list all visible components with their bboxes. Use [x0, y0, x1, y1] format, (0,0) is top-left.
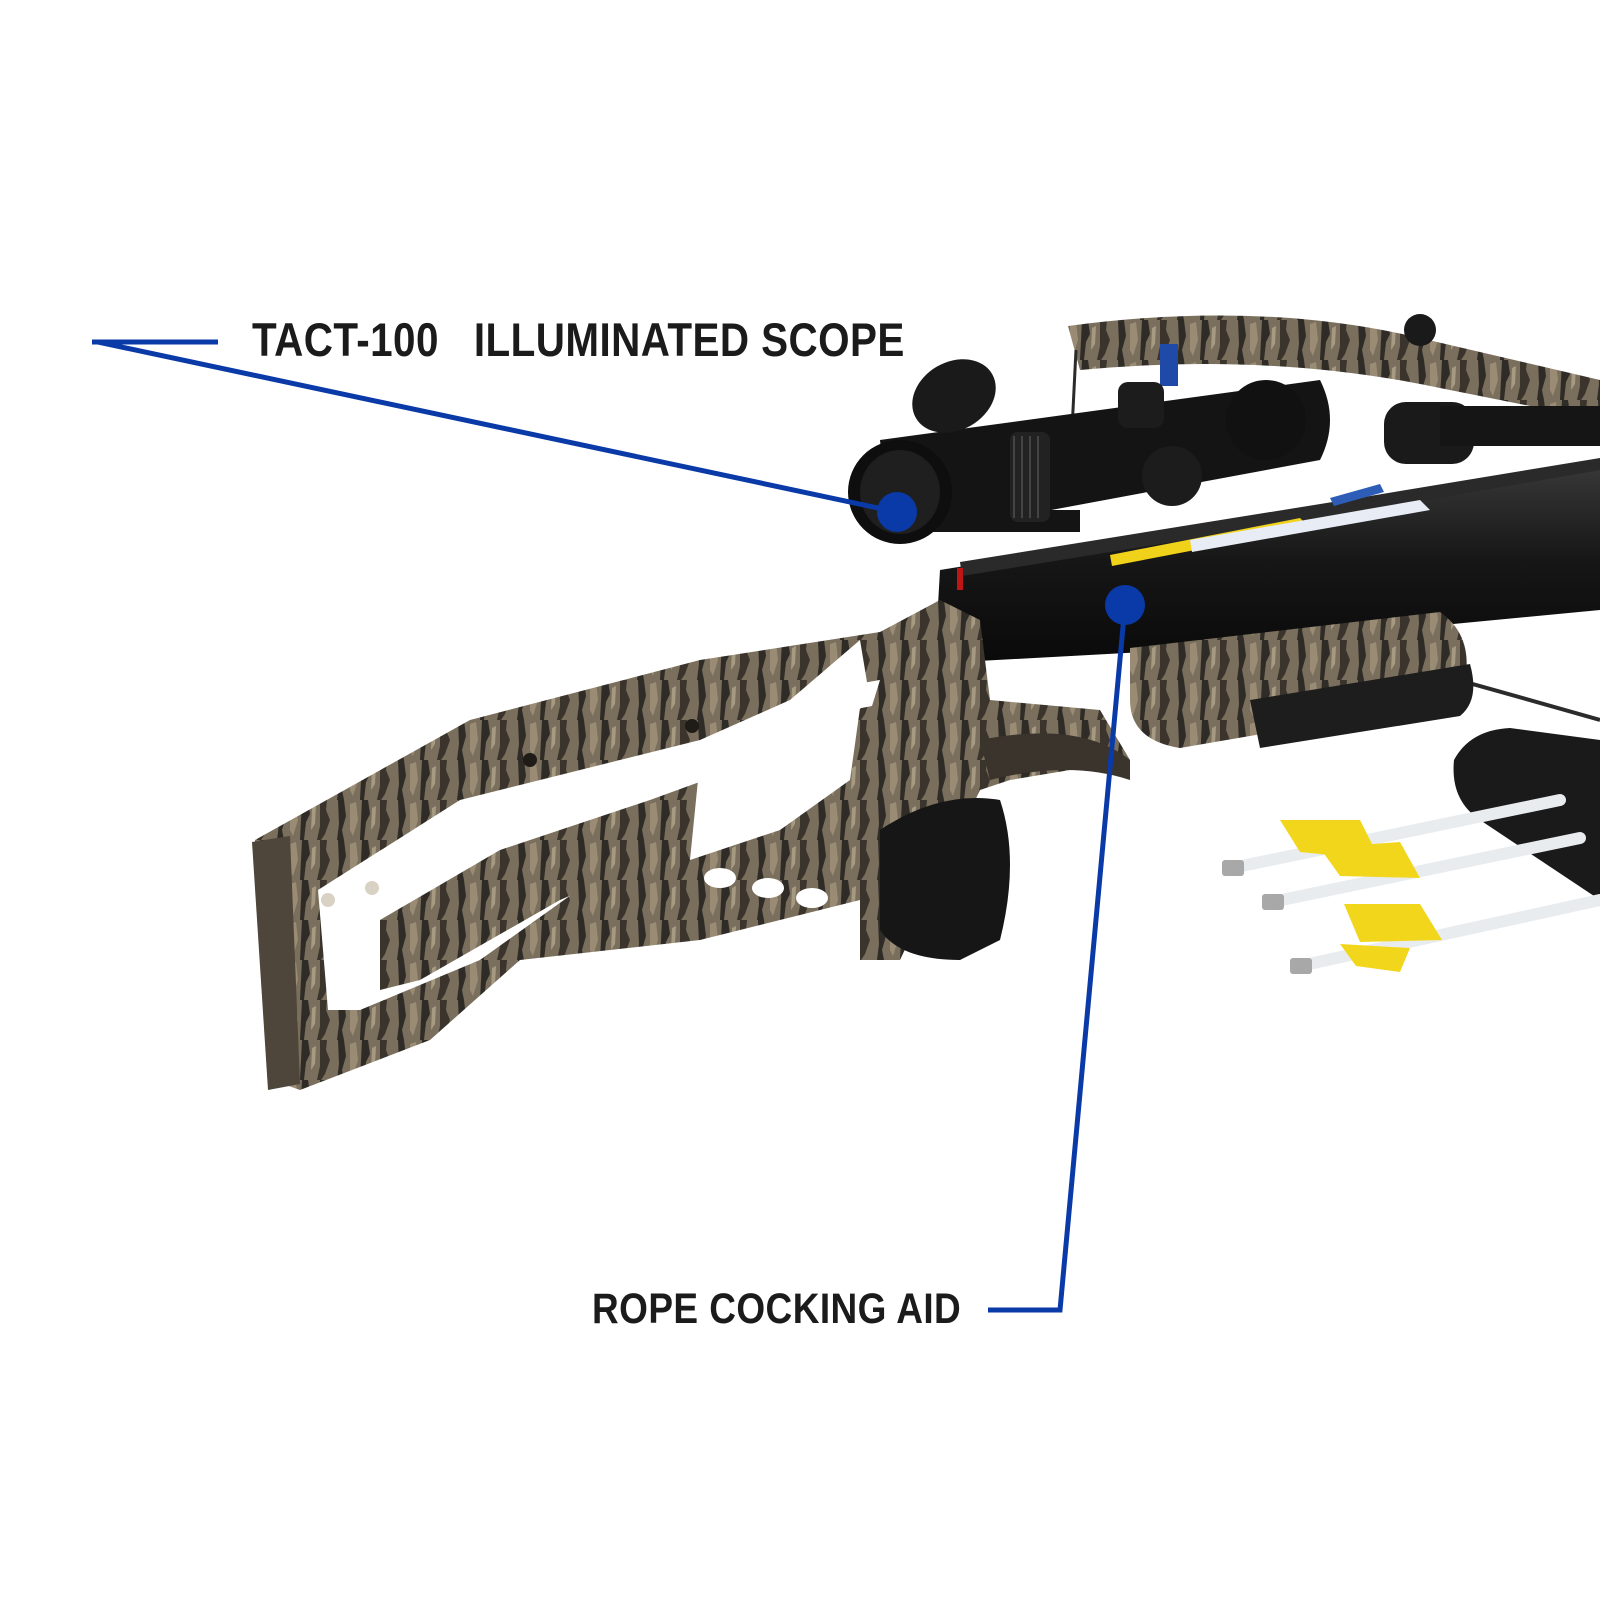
scope-callout-line — [92, 339, 898, 515]
quiver-with-bolts — [1222, 728, 1600, 974]
crossbow-barrel — [936, 458, 1600, 662]
rope-callout-line — [988, 604, 1128, 1313]
crossbow-stock — [252, 600, 1130, 1090]
scope-callout-dot — [877, 492, 917, 532]
illuminated-scope — [848, 359, 1330, 544]
crossbow-limbs — [1068, 314, 1600, 464]
scope-callout-label: TACT-100 ILLUMINATED SCOPE — [252, 313, 905, 366]
rope-callout-dot — [1105, 585, 1145, 625]
rope-callout-label: ROPE COCKING AID — [592, 1285, 962, 1333]
fore-grip — [1130, 612, 1474, 748]
